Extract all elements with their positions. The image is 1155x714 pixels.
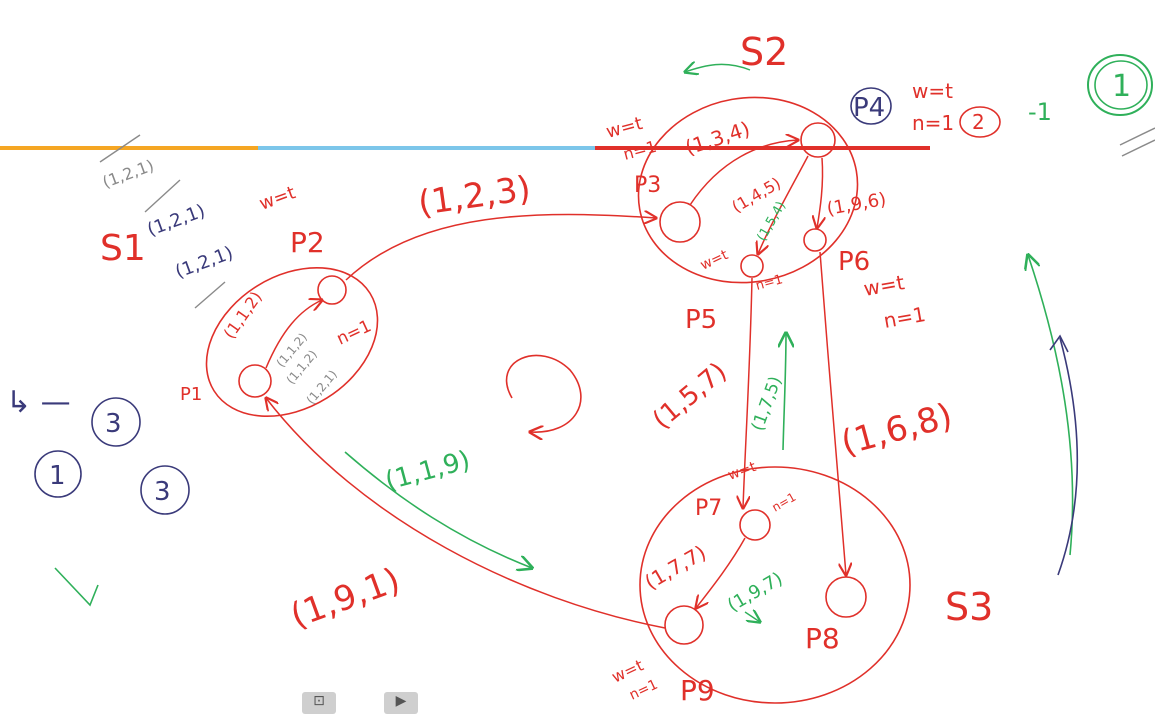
gray-arrow-2 <box>144 179 181 213</box>
ann-p6-n: n=1 <box>882 302 928 333</box>
edge-p4-p6 <box>817 157 823 228</box>
ann-minus-one: -1 <box>1028 98 1052 126</box>
label-p4: P4 <box>853 93 885 123</box>
node-p8 <box>825 576 867 618</box>
purple-arrow-right <box>1057 337 1079 576</box>
label-p3: P3 <box>634 173 661 198</box>
label-p2: P2 <box>290 226 325 259</box>
ann-p7-n: n=1 <box>770 490 799 515</box>
msg-p6-p8: (1,6,8) <box>837 396 957 464</box>
msg-p3-p4: (1,3,4) <box>682 116 753 159</box>
edge-p2-p3 <box>345 214 656 281</box>
ann-p3-w: w=t <box>604 113 645 143</box>
circle-one <box>34 450 82 498</box>
msg-p5-p7: (1,5,7) <box>647 357 733 436</box>
ann-p9-n: n=1 <box>627 677 661 704</box>
green-arrow-s2 <box>685 64 751 72</box>
node-p2 <box>317 275 347 305</box>
ann-one: 1 <box>49 461 66 491</box>
node-p6 <box>803 228 827 252</box>
msg-gray-a: (1,2,1) <box>100 156 156 192</box>
ann-p4-n2: 2 <box>972 110 985 134</box>
msg-purple-c: (1,2,1) <box>173 242 236 282</box>
node-p7 <box>739 509 771 541</box>
edge-p7-p9 <box>696 537 746 608</box>
ann-arrow-text: ↳ — <box>6 385 71 420</box>
edge-p6-p8 <box>819 251 846 575</box>
video-control-button-a[interactable]: ⊡ <box>302 692 336 714</box>
edge-p3-p4 <box>689 140 798 206</box>
ann-p5-n: n=1 <box>754 272 784 294</box>
label-p5: P5 <box>685 305 717 335</box>
ann-p5-w: w=t <box>698 247 731 274</box>
video-control-a-icon: ⊡ <box>313 693 325 709</box>
ann-p3-n: n=1 <box>621 137 659 164</box>
purple-arrow-right-head <box>1049 334 1069 353</box>
edge-p4-p5 <box>758 155 809 254</box>
answer-underline-2 <box>1121 139 1155 157</box>
msg-p7-p9: (1,7,7) <box>641 540 711 594</box>
label-p8: P8 <box>805 622 840 655</box>
answer-underline-1 <box>1119 127 1155 146</box>
circle-three-b <box>140 465 190 515</box>
ann-p4-n: n=1 <box>912 111 954 135</box>
edge-p9-p1 <box>266 398 666 629</box>
ann-three-a: 3 <box>105 409 122 439</box>
play-icon: ▶ <box>395 693 407 709</box>
ann-three-b: 3 <box>154 477 171 507</box>
video-play-button[interactable]: ▶ <box>384 692 418 714</box>
green-arrow-right <box>1028 255 1074 556</box>
msg-green-s2: (1,5,4) <box>754 199 789 244</box>
label-p1: P1 <box>180 384 202 405</box>
msg-p9-p1: (1,9,1) <box>285 560 405 636</box>
label-p6: P6 <box>838 247 870 277</box>
n2-circle <box>959 106 1001 138</box>
edge-p5-p7 <box>743 277 753 508</box>
answer-circle-inner <box>1094 60 1148 110</box>
set-s3-boundary <box>639 466 911 704</box>
edge-p1-p2 <box>265 300 322 369</box>
ann-p4-w: w=t <box>912 79 953 103</box>
green-arrow-p9 <box>744 612 760 622</box>
msg-green-up: (1,7,5) <box>748 374 786 434</box>
ann-answer-one: 1 <box>1112 69 1131 104</box>
label-s1: S1 <box>100 228 146 269</box>
node-p5 <box>740 254 764 278</box>
label-p9: P9 <box>680 674 715 707</box>
msg-p4-p6: (1,9,6) <box>825 189 888 220</box>
label-s3: S3 <box>945 585 993 629</box>
node-p3 <box>659 201 701 243</box>
cycle-symbol <box>505 354 582 432</box>
msg-green-s3: (1,9,7) <box>724 568 786 616</box>
answer-circle-outer <box>1087 54 1153 116</box>
circle-three-a <box>91 397 141 447</box>
msg-purple-b: (1,2,1) <box>145 200 208 240</box>
ann-p1-n: n=1 <box>334 316 375 349</box>
green-arrow-up <box>783 333 786 451</box>
node-p9 <box>664 605 704 645</box>
set-s2-boundary <box>637 96 859 284</box>
msg-p2-p3: (1,2,3) <box>416 169 534 224</box>
node-p1 <box>238 364 272 398</box>
gray-arrow-3 <box>194 281 226 309</box>
label-s2: S2 <box>740 30 788 74</box>
set-s1-boundary <box>205 266 379 418</box>
ann-p2-w: w=t <box>257 182 299 214</box>
ann-p7-w: w=t <box>726 459 759 484</box>
p4-circle <box>850 87 892 125</box>
green-arrow-diagonal <box>344 451 532 568</box>
green-check <box>54 567 99 607</box>
gray-arrow-1 <box>99 134 141 163</box>
node-p4 <box>800 122 836 158</box>
msg-green-diag: (1,1,9) <box>382 445 473 496</box>
label-p7: P7 <box>695 496 722 521</box>
